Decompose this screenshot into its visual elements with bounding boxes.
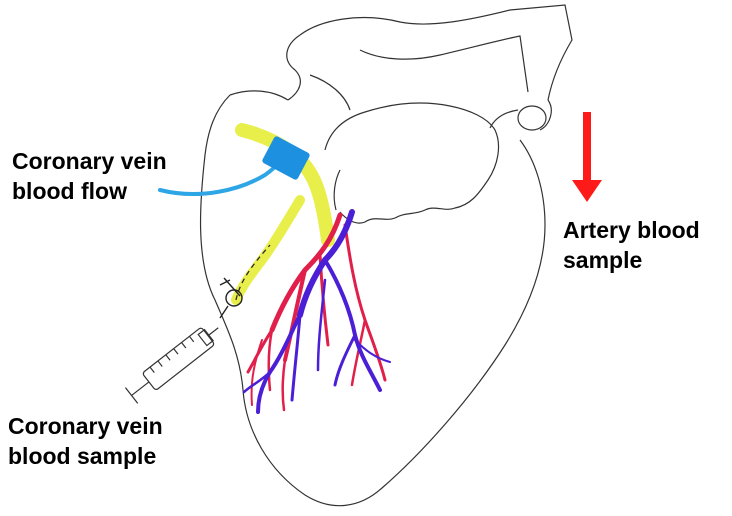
coronary-vein-flow-line2: blood flow <box>12 176 167 206</box>
heart-outline <box>201 95 545 506</box>
coronary-vein-sample-label: Coronary vein blood sample <box>8 411 163 471</box>
syringe <box>125 319 225 404</box>
artery-sample-line1: Artery blood <box>563 215 700 245</box>
coronary-vein-flow-line1: Coronary vein <box>12 146 167 176</box>
artery-sample-line2: sample <box>563 245 700 275</box>
coronary-vein-sample-line1: Coronary vein <box>8 411 163 441</box>
coronary-vein-sample-line2: blood sample <box>8 441 163 471</box>
artery-sample-arrow <box>572 112 602 202</box>
vein-vessels <box>244 212 390 412</box>
artery-sample-label: Artery blood sample <box>563 215 700 275</box>
coronary-vein-flow-label: Coronary vein blood flow <box>12 146 167 206</box>
aortic-arch <box>230 5 572 130</box>
